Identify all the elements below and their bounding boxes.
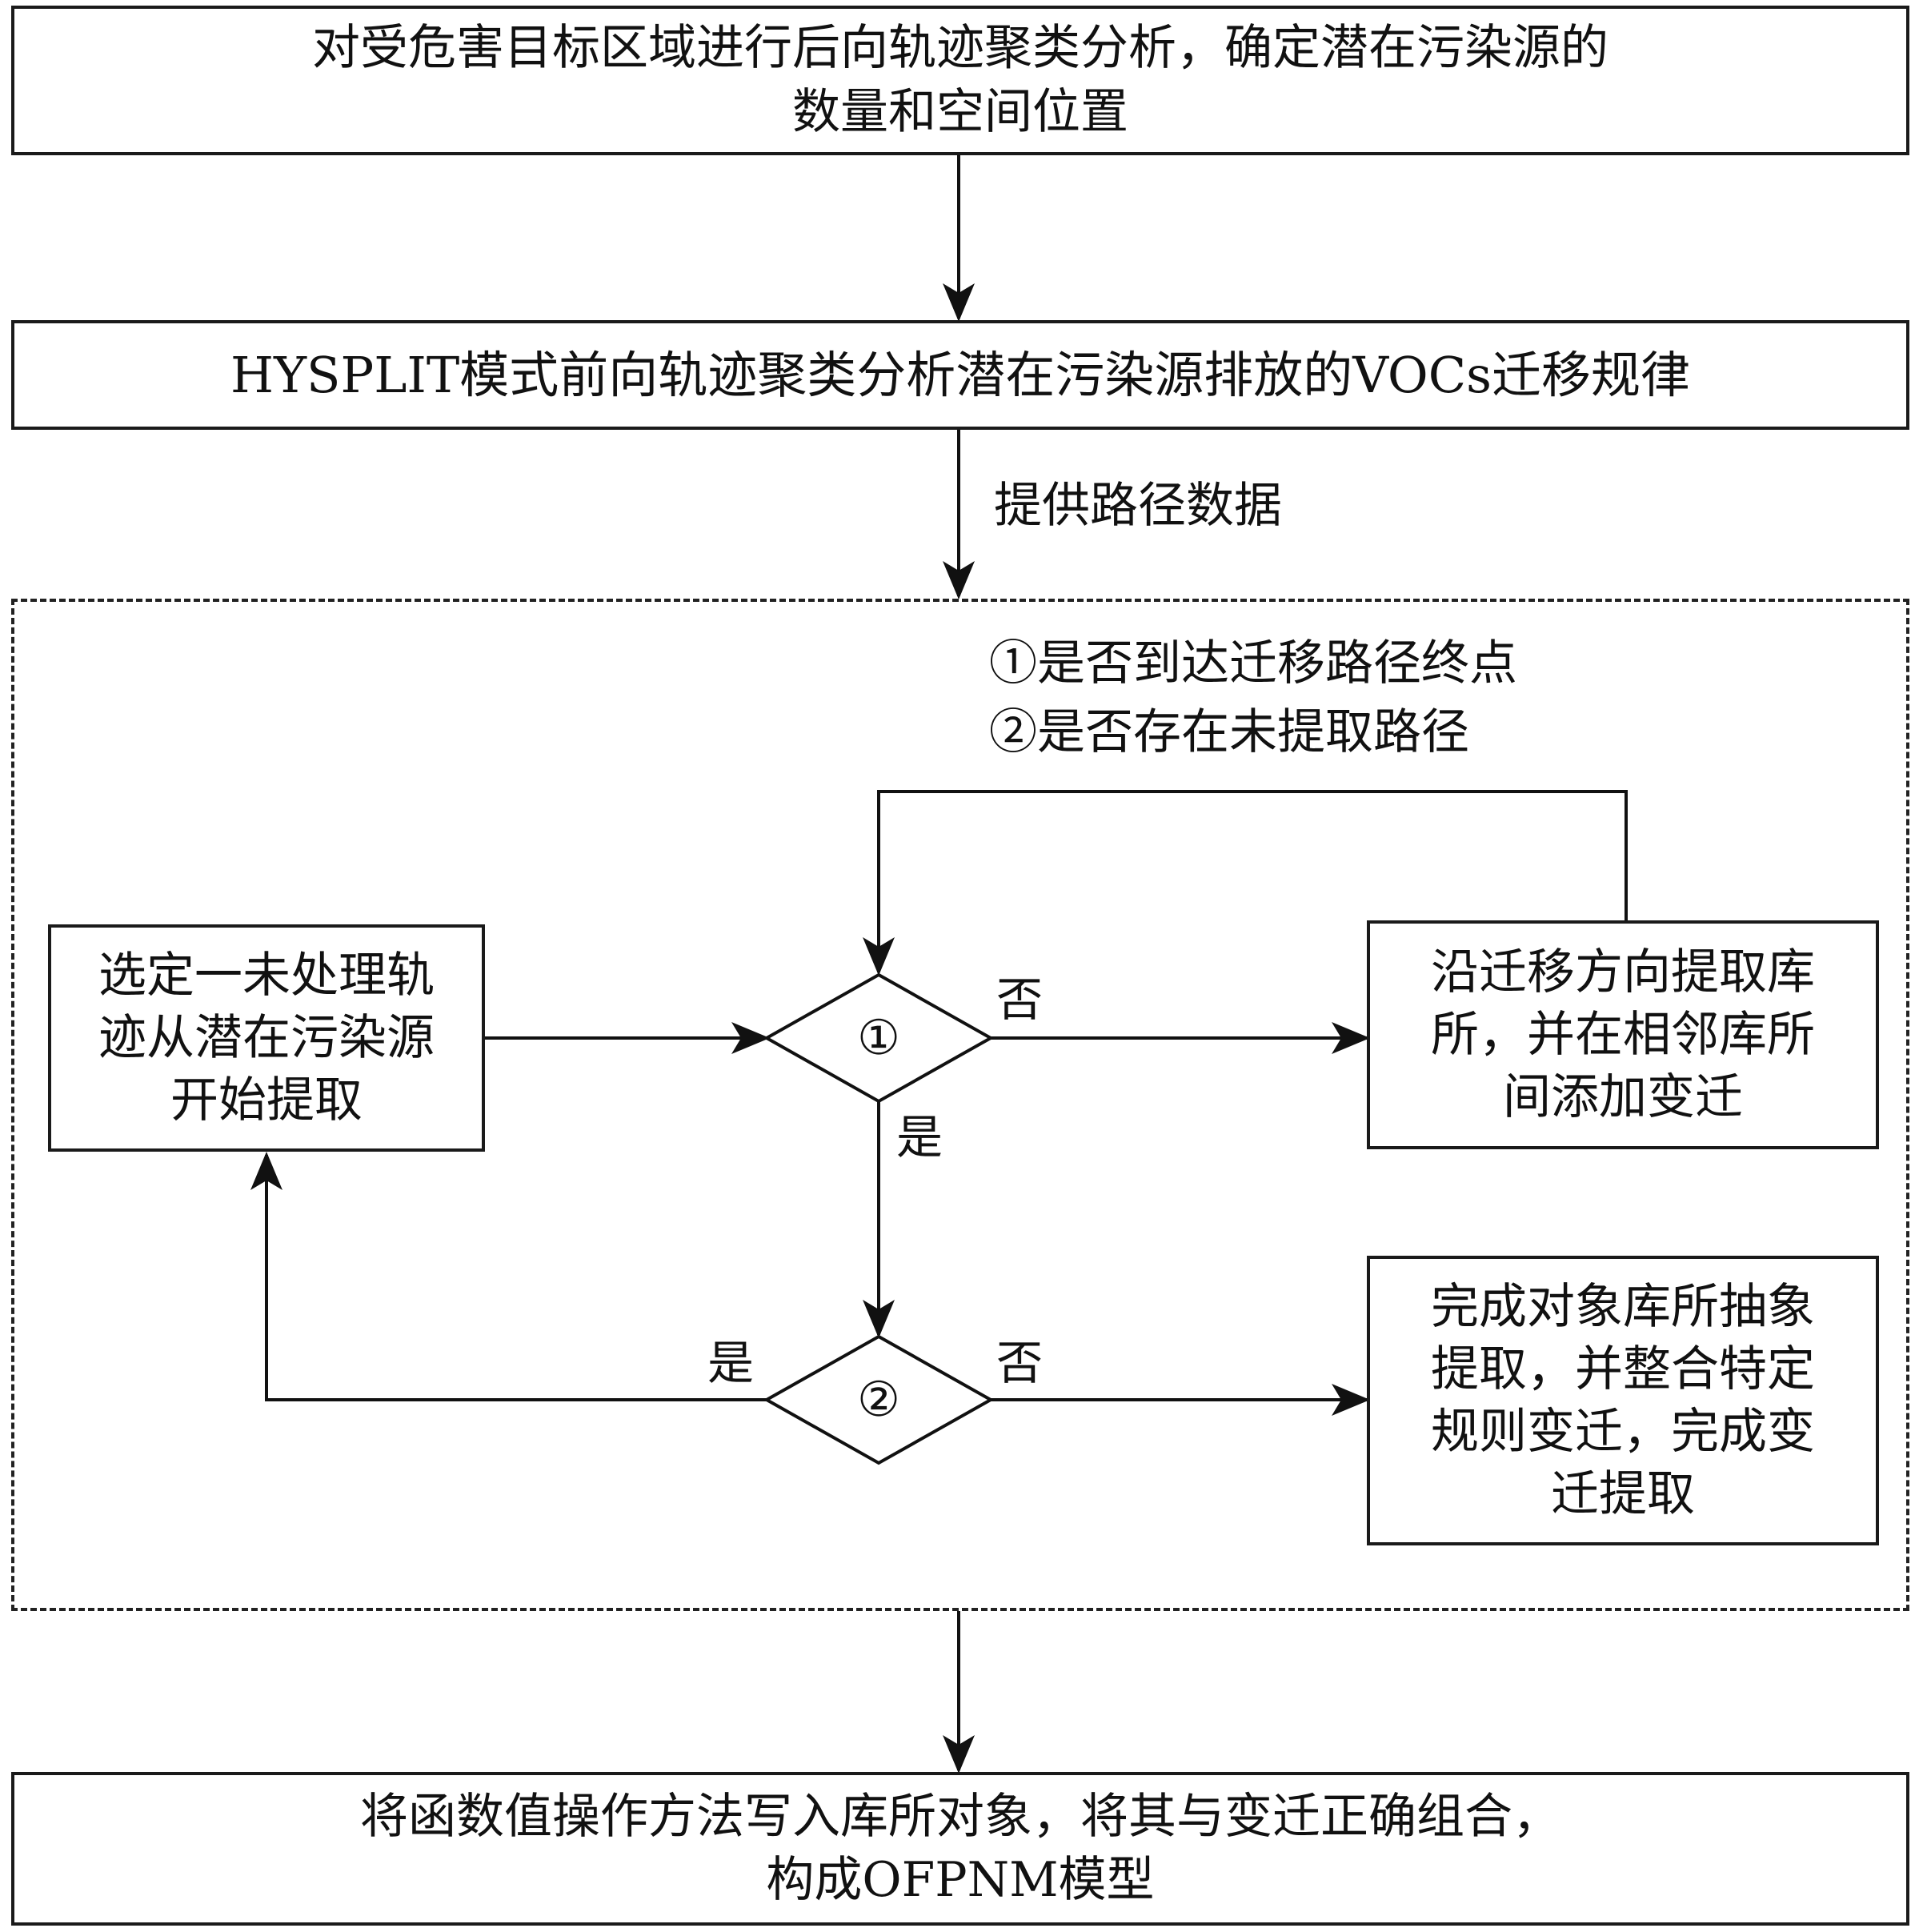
diamond1-no-label: 否: [996, 972, 1044, 1027]
decision-diamond-2: [763, 1334, 995, 1465]
right-bottom-process-box: 完成对象库所抽象 提取，并整合特定 规则变迁，完成变 迁提取: [1367, 1256, 1879, 1545]
diamond2-label: ②: [857, 1372, 900, 1428]
decision-diamond-1: [763, 972, 995, 1104]
right-top-process-text: 沿迁移方向提取库 所，并在相邻库所 间添加变迁: [1431, 944, 1815, 1125]
process-region: [11, 599, 1909, 1611]
final-box: 将函数值操作方法写入库所对象，将其与变迁正确组合， 构成OFPNM模型: [11, 1772, 1909, 1926]
step2-text: HYSPLIT模式前向轨迹聚类分析潜在污染源排放的VOCs迁移规律: [230, 345, 1690, 404]
left-process-box: 选定一未处理轨 迹从潜在污染源 开始提取: [48, 924, 485, 1152]
step1-box: 对受危害目标区域进行后向轨迹聚类分析，确定潜在污染源的 数量和空间位置: [11, 6, 1909, 155]
arrow-label: 提供路径数据: [994, 478, 1282, 534]
diamond1-label: ①: [857, 1010, 900, 1066]
right-top-process-box: 沿迁移方向提取库 所，并在相邻库所 间添加变迁: [1367, 920, 1879, 1149]
diamond2-yes-label: 是: [707, 1336, 755, 1390]
arrow-loop-back: [863, 790, 1628, 976]
diamond2-no-label: 否: [996, 1336, 1044, 1390]
arrow-diamond2-yes: [250, 1152, 767, 1401]
legend-cond2: ②是否存在未提取路径: [989, 704, 1469, 760]
legend-cond1: ①是否到达迁移路径终点: [989, 635, 1517, 691]
right-bottom-process-text: 完成对象库所抽象 提取，并整合特定 规则变迁，完成变 迁提取: [1431, 1279, 1815, 1522]
step2-box: HYSPLIT模式前向轨迹聚类分析潜在污染源排放的VOCs迁移规律: [11, 320, 1909, 430]
step1-text: 对受危害目标区域进行后向轨迹聚类分析，确定潜在污染源的 数量和空间位置: [312, 20, 1609, 140]
final-text: 将函数值操作方法写入库所对象，将其与变迁正确组合， 构成OFPNM模型: [360, 1788, 1560, 1908]
diamond1-yes-label: 是: [896, 1110, 943, 1164]
left-process-text: 选定一未处理轨 迹从潜在污染源 开始提取: [98, 948, 435, 1128]
